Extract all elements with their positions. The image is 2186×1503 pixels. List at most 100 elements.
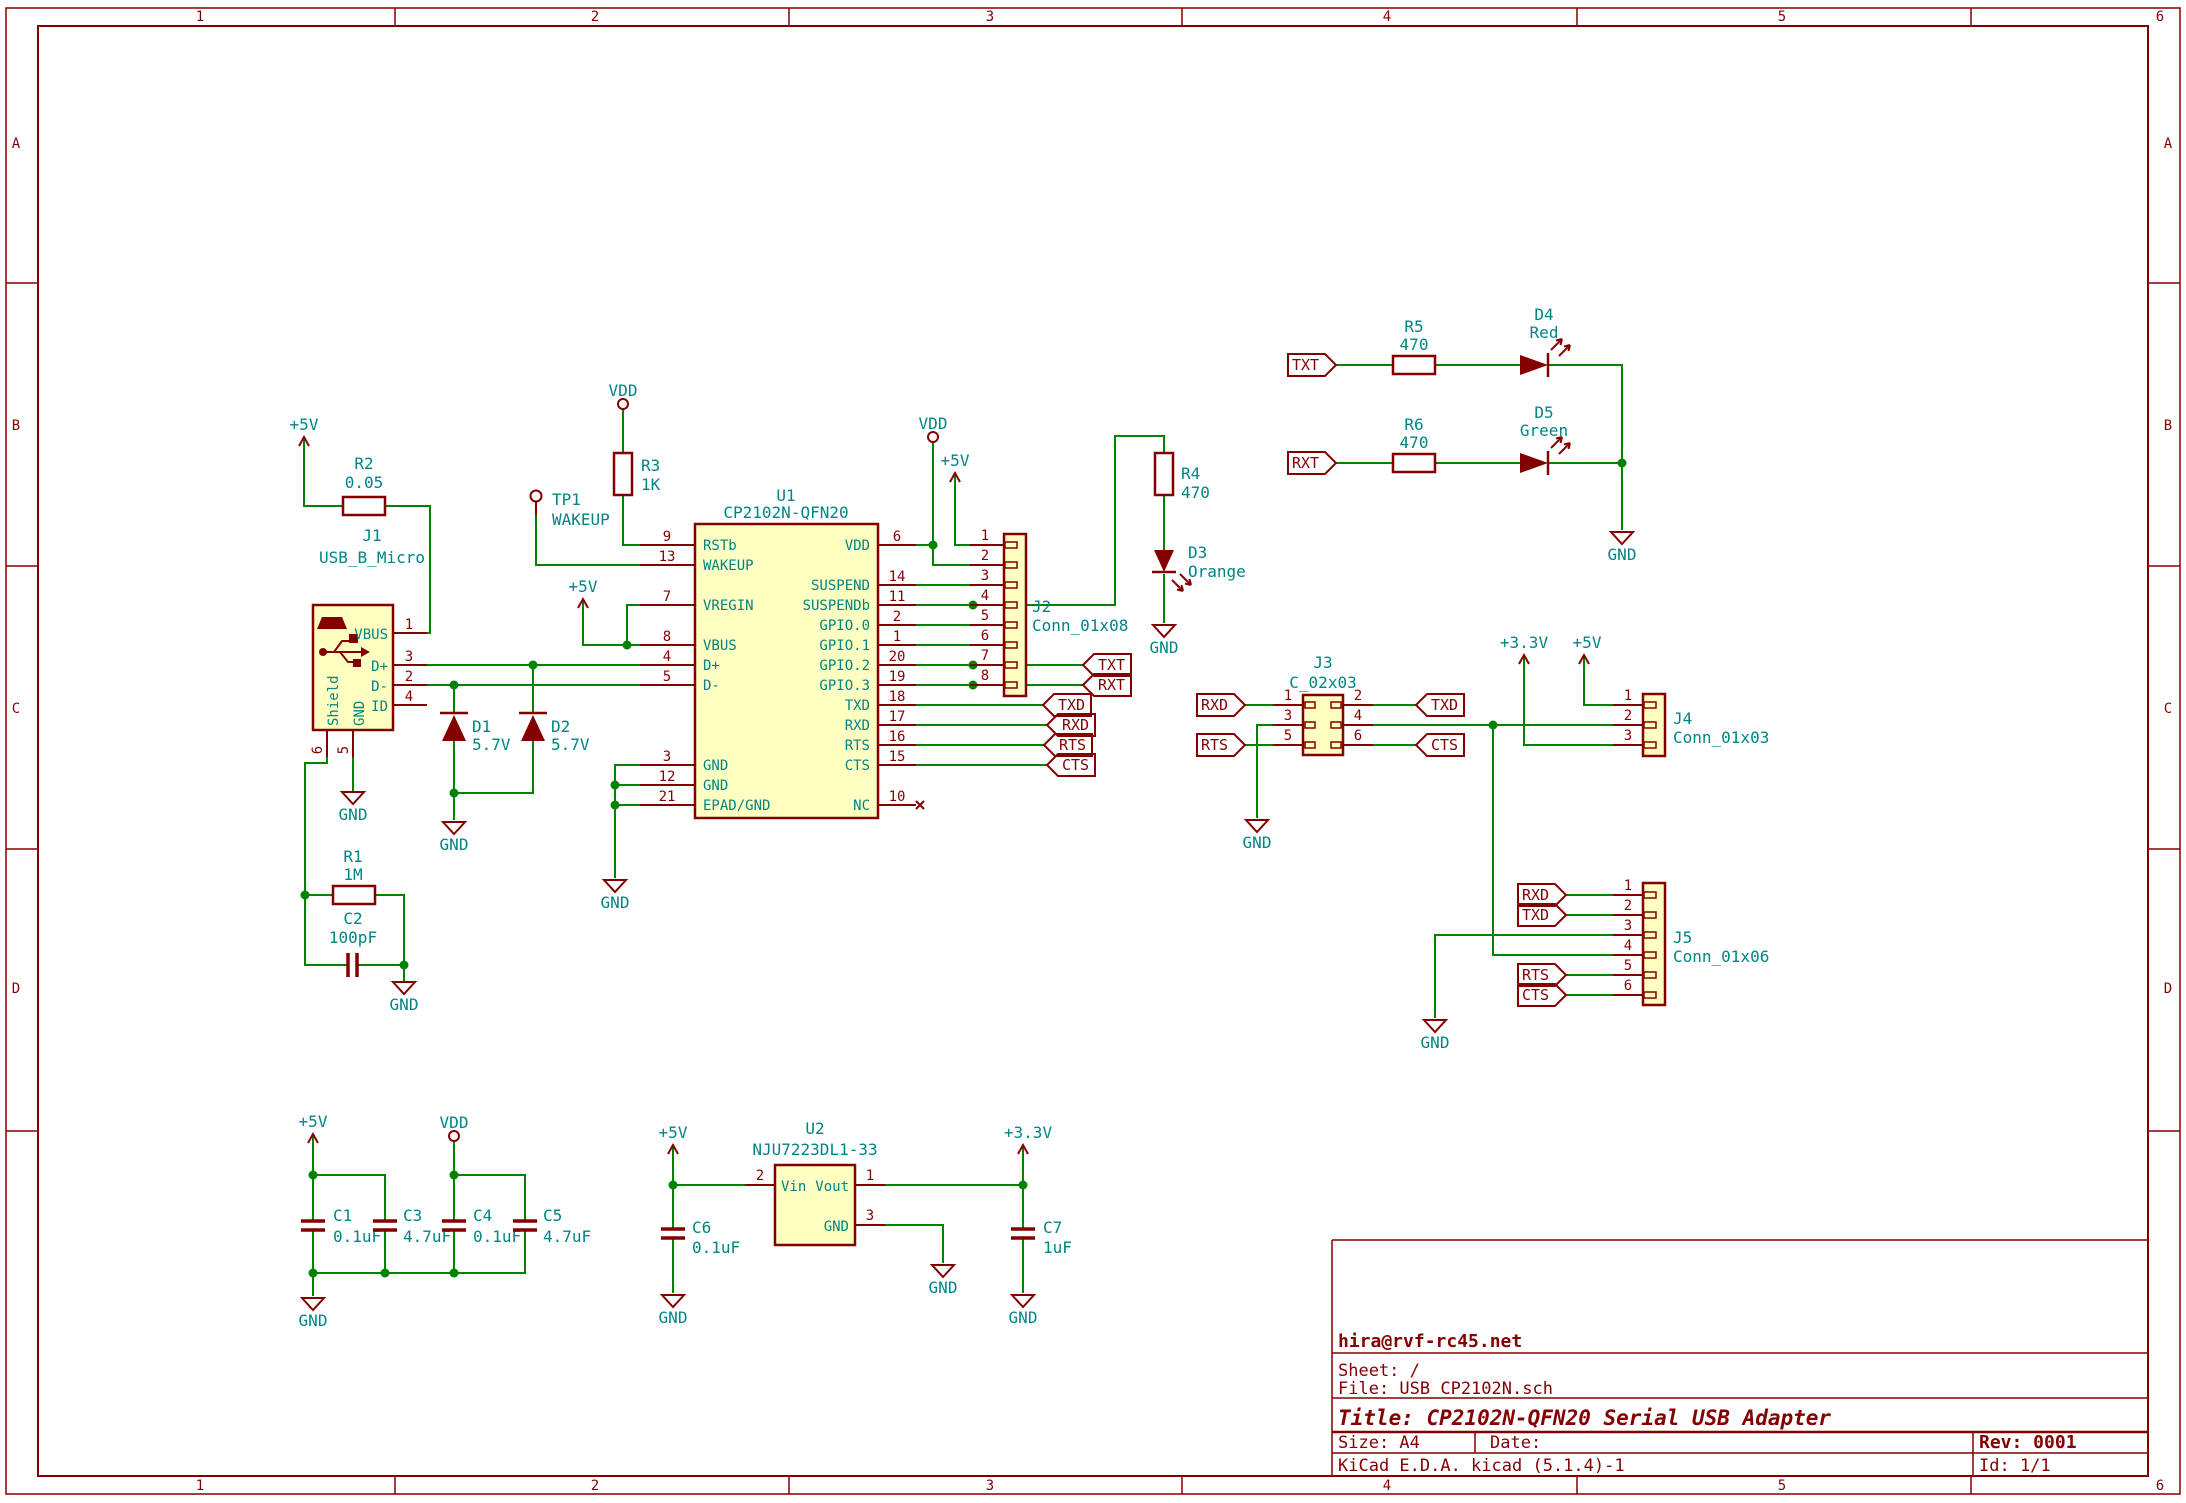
r1-value[interactable]: 1M — [343, 865, 362, 884]
r6-body[interactable] — [1391, 452, 1437, 474]
power-vdd-r3[interactable]: VDD — [609, 381, 638, 410]
gnd-c2[interactable]: GND — [390, 981, 419, 1014]
label-txt-out[interactable]: TXT — [1287, 353, 1338, 377]
d5-value[interactable]: Green — [1520, 421, 1568, 440]
wire-suspendb-r4[interactable] — [916, 435, 1165, 623]
r5-body[interactable] — [1391, 354, 1437, 376]
component-r5[interactable]: R5 470 — [1391, 317, 1437, 376]
d1-value[interactable]: 5.7V — [472, 735, 511, 754]
label-txd-j5[interactable]: TXD — [1517, 903, 1568, 927]
j1-ref[interactable]: J1 — [362, 526, 381, 545]
wire-led-rows[interactable] — [1336, 364, 1623, 530]
r4-ref[interactable]: R4 — [1181, 464, 1200, 483]
label-txt-in[interactable]: TXT — [1081, 653, 1132, 677]
power-vdd-c4[interactable]: VDD — [440, 1113, 469, 1142]
component-c4[interactable]: C4 0.1uF — [442, 1206, 521, 1246]
j1-value[interactable]: USB_B_Micro — [319, 548, 425, 567]
wire-rstb[interactable] — [622, 409, 640, 546]
r4-value[interactable]: 470 — [1181, 483, 1210, 502]
gnd-c1[interactable]: GND — [299, 1297, 328, 1330]
j3-value[interactable]: C_02x03 — [1289, 673, 1356, 692]
label-rts-j5[interactable]: RTS — [1517, 963, 1568, 987]
label-rxd-j5[interactable]: RXD — [1517, 883, 1568, 907]
j2-body[interactable] — [1002, 532, 1028, 698]
u1-body[interactable] — [693, 522, 880, 820]
c4-plates[interactable] — [442, 1219, 466, 1232]
component-u2[interactable]: U2 NJU7223DL1-33 2 Vin 1 Vout 3 GND — [752, 1119, 878, 1247]
j5-body[interactable] — [1641, 881, 1667, 1007]
d4-ref[interactable]: D4 — [1534, 305, 1553, 324]
gnd-j5[interactable]: GND — [1421, 1019, 1450, 1052]
power-5v-j2[interactable]: +5V — [941, 451, 970, 483]
wire-j5[interactable] — [1434, 894, 1613, 1018]
power-5v-j4[interactable]: +5V — [1573, 633, 1602, 665]
d2-value[interactable]: 5.7V — [551, 735, 590, 754]
c3-plates[interactable] — [373, 1219, 397, 1232]
d4-value[interactable]: Red — [1530, 323, 1559, 342]
wire-uart[interactable] — [916, 704, 1047, 766]
r3-value[interactable]: 1K — [641, 475, 661, 494]
u1-ref[interactable]: U1 — [776, 486, 795, 505]
c7-plates[interactable] — [1011, 1227, 1035, 1240]
wire-wakeup[interactable] — [535, 515, 640, 566]
wire-txt-rxt[interactable] — [916, 664, 1083, 686]
r3-body[interactable] — [612, 451, 634, 497]
j3-ref[interactable]: J3 — [1313, 653, 1332, 672]
gnd-u2[interactable]: GND — [929, 1264, 958, 1297]
u2-body[interactable] — [773, 1163, 857, 1247]
gnd-j3[interactable]: GND — [1243, 819, 1272, 852]
d3-ref[interactable]: D3 — [1188, 543, 1207, 562]
tp1-value[interactable]: WAKEUP — [552, 510, 610, 529]
component-c2[interactable]: C2 100pF — [329, 909, 377, 977]
power-5v-u2[interactable]: +5V — [659, 1123, 688, 1155]
c4-value[interactable]: 0.1uF — [473, 1227, 521, 1246]
u2-value[interactable]: NJU7223DL1-33 — [752, 1140, 877, 1159]
label-rxd-u1[interactable]: RXD — [1045, 713, 1096, 737]
r6-ref[interactable]: R6 — [1404, 415, 1423, 434]
component-c5[interactable]: C5 4.7uF — [513, 1206, 591, 1246]
gnd-c7[interactable]: GND — [1009, 1294, 1038, 1327]
component-r3[interactable]: R3 1K — [612, 451, 661, 497]
gnd-d4d5[interactable]: GND — [1608, 531, 1637, 564]
pin-leads[interactable] — [326, 502, 1643, 1226]
component-j5[interactable]: 1 2 3 4 5 6 J5 Conn_01x06 — [1624, 878, 1770, 1007]
gnd-d1d2[interactable]: GND — [440, 821, 469, 854]
r3-ref[interactable]: R3 — [641, 456, 660, 475]
gnd-c6[interactable]: GND — [659, 1294, 688, 1327]
component-d3[interactable]: D3 Orange — [1152, 543, 1246, 592]
j4-ref[interactable]: J4 — [1673, 709, 1692, 728]
label-rxt-in[interactable]: RXT — [1081, 673, 1132, 697]
power-5v-r2[interactable]: +5V — [290, 415, 319, 447]
label-cts-j3[interactable]: CTS — [1414, 733, 1465, 757]
c6-ref[interactable]: C6 — [692, 1218, 711, 1237]
d3-triangle[interactable] — [1154, 550, 1174, 572]
component-d1[interactable]: D1 5.7V — [440, 711, 511, 754]
u2-ref[interactable]: U2 — [805, 1119, 824, 1138]
label-rts-j3[interactable]: RTS — [1196, 733, 1247, 757]
tp1-ref[interactable]: TP1 — [552, 490, 581, 509]
component-c3[interactable]: C3 4.7uF — [373, 1206, 451, 1246]
tp1-pad[interactable] — [529, 489, 543, 503]
r5-value[interactable]: 470 — [1400, 335, 1429, 354]
label-cts-u1[interactable]: CTS — [1045, 753, 1096, 777]
j2-value[interactable]: Conn_01x08 — [1032, 616, 1128, 635]
component-j3[interactable]: 1 3 5 2 4 6 J3 C_02x03 — [1284, 653, 1362, 757]
c1-ref[interactable]: C1 — [333, 1206, 352, 1225]
j3-body[interactable] — [1301, 693, 1345, 757]
wire-shield-r1-c2[interactable] — [304, 757, 405, 982]
r2-body[interactable] — [341, 495, 387, 517]
j4-body[interactable] — [1641, 692, 1667, 758]
r2-ref[interactable]: R2 — [354, 454, 373, 473]
d1-triangle[interactable] — [442, 715, 466, 741]
j5-value[interactable]: Conn_01x06 — [1673, 947, 1769, 966]
d2-ref[interactable]: D2 — [551, 717, 570, 736]
c2-ref[interactable]: C2 — [343, 909, 362, 928]
u1-value[interactable]: CP2102N-QFN20 — [723, 503, 848, 522]
label-rxt-out[interactable]: RXT — [1287, 451, 1338, 475]
r1-body[interactable] — [331, 884, 377, 906]
d3-value[interactable]: Orange — [1188, 562, 1246, 581]
wire-j2-gpio[interactable] — [916, 584, 970, 646]
power-5v-c1[interactable]: +5V — [299, 1112, 328, 1144]
label-rxd-j3[interactable]: RXD — [1196, 693, 1247, 717]
